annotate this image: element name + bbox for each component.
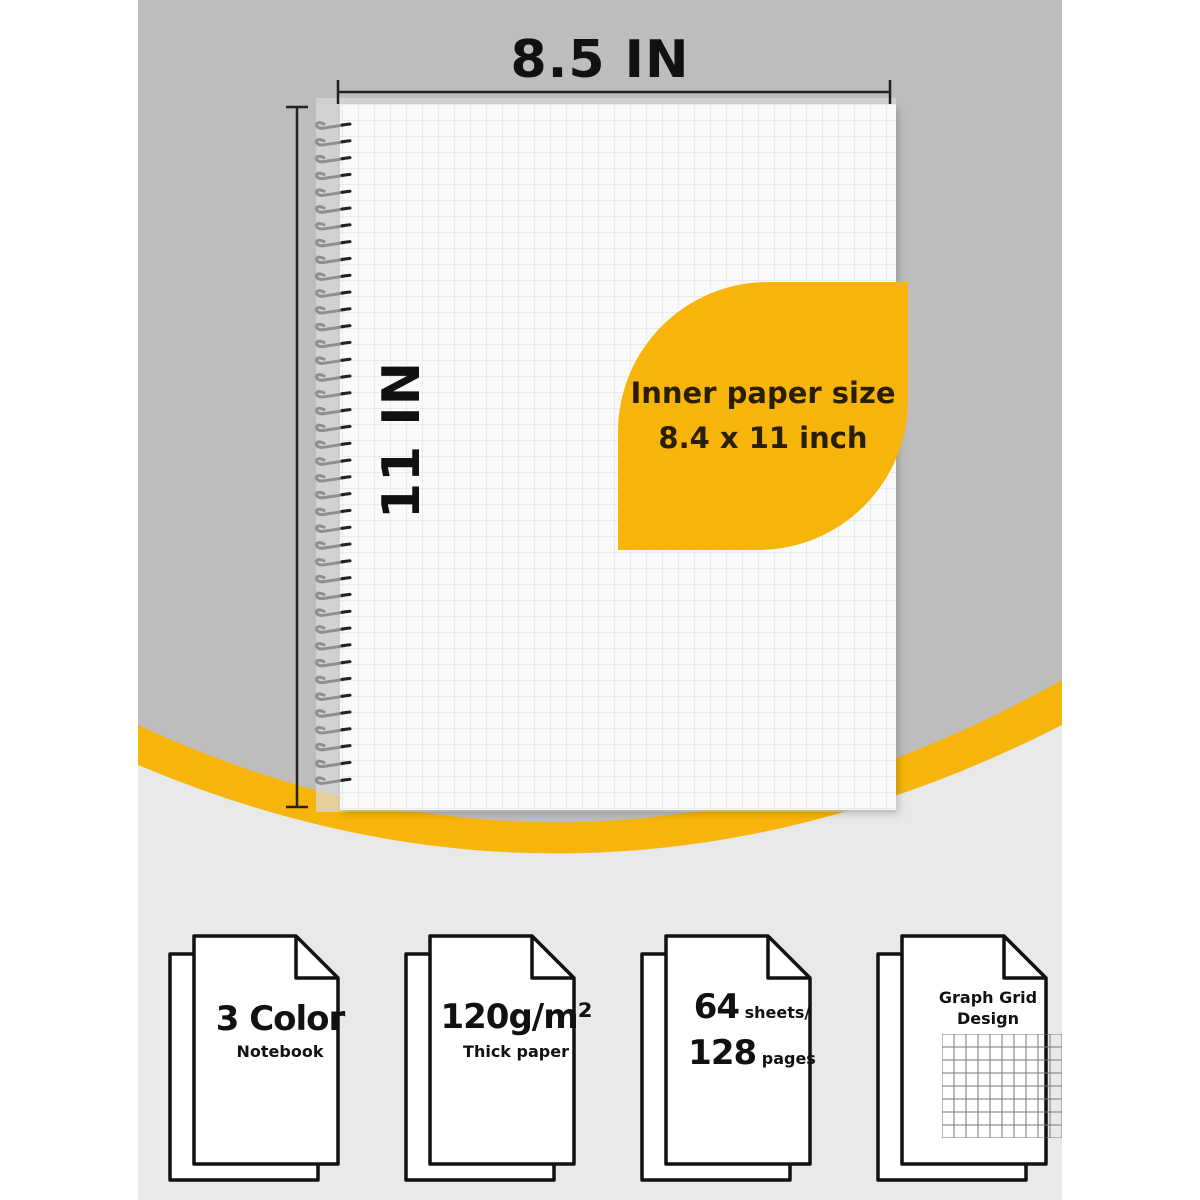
badge-line-2: 8.4 x 11 inch (658, 421, 868, 455)
ruler-horizontal-icon (336, 80, 892, 104)
sheets-word: sheets/ (744, 1003, 811, 1022)
feature-main-text: 3 Color (215, 999, 346, 1039)
badge-line-1: Inner paper size (630, 376, 896, 411)
gray-panel: 8.5 IN 11 IN Inner paper size 8.4 x 11 i… (138, 0, 1062, 1200)
feature-card-thickness: 120g/m² Thick paper (402, 932, 602, 1192)
grid-title-line-2: Design (957, 1009, 1019, 1028)
pages-number: 128 (688, 1033, 757, 1073)
graph-grid-sample-icon (942, 1034, 1062, 1138)
pages-line: 128 pages (666, 1036, 838, 1070)
pages-word: pages (761, 1049, 816, 1068)
grid-title-line-1: Graph Grid (938, 988, 1038, 1007)
sheets-line: 64 sheets/ (666, 990, 838, 1024)
feature-card-color: 3 Color Notebook (166, 932, 366, 1192)
document-stack-icon (876, 934, 1048, 1182)
sheets-number: 64 (693, 987, 740, 1027)
feature-sub-text: Thick paper (463, 1042, 569, 1061)
feature-sub-text: Notebook (236, 1042, 324, 1061)
height-dimension-label: 11 IN (372, 360, 432, 520)
width-dimension-label: 8.5 IN (510, 30, 690, 90)
feature-card-sheets: 64 sheets/ 128 pages (638, 932, 838, 1192)
feature-card-grid: Graph Grid Design (874, 932, 1062, 1192)
document-stack-icon (640, 934, 812, 1182)
ruler-vertical-icon (286, 105, 308, 809)
document-stack-icon (168, 934, 340, 1182)
inner-paper-size-badge: Inner paper size 8.4 x 11 inch (618, 282, 908, 550)
feature-main-text: 120g/m² (440, 997, 592, 1037)
spiral-binding-icon (315, 121, 352, 785)
document-stack-icon (404, 934, 576, 1182)
